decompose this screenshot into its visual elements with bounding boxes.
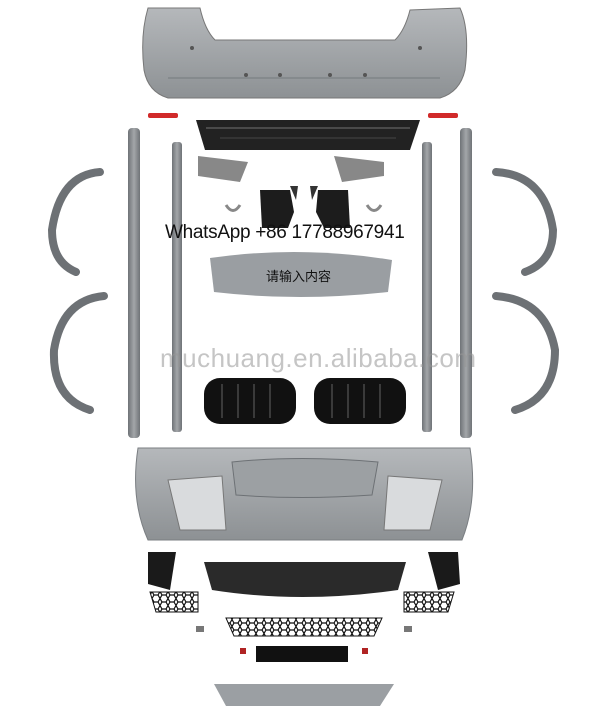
- left-reflector: [148, 113, 178, 118]
- left-diffuser-bracket: [198, 156, 248, 182]
- front-lower-lip: [204, 562, 406, 597]
- license-plate-holder: [256, 646, 348, 662]
- watermark-url: muchuang.en.alibaba.com: [160, 343, 477, 373]
- right-canard: [428, 552, 460, 590]
- front-splitter: [214, 684, 394, 706]
- left-canard: [148, 552, 176, 590]
- front-bumper: [135, 447, 474, 541]
- left-inner-skirt: [172, 142, 182, 432]
- right-inner-skirt: [422, 142, 432, 432]
- rear-spoiler: [210, 251, 392, 297]
- right-wheel-arches: [492, 168, 560, 414]
- rear-diffuser: [196, 120, 420, 150]
- whatsapp-contact: WhatsApp +86 17788967941: [165, 222, 405, 243]
- placeholder-text: 请输入内容: [266, 270, 332, 285]
- left-outer-skirt: [128, 128, 140, 438]
- exhaust-tips: [260, 186, 350, 228]
- left-honeycomb-mesh: [149, 591, 199, 613]
- center-honeycomb-grille: [225, 617, 383, 637]
- left-clamp: [224, 204, 242, 212]
- left-wheel-arches: [47, 168, 108, 414]
- left-fog-marker: [240, 648, 246, 654]
- rear-bumper: [142, 7, 468, 99]
- kidney-grilles: [204, 378, 406, 424]
- right-diffuser-bracket: [334, 156, 384, 182]
- right-honeycomb-mesh: [403, 591, 455, 613]
- right-clamp: [365, 204, 383, 212]
- right-fog-marker: [362, 648, 368, 654]
- right-small-bracket: [404, 626, 412, 632]
- right-outer-skirt: [460, 128, 472, 438]
- left-small-bracket: [196, 626, 204, 632]
- right-reflector: [428, 113, 458, 118]
